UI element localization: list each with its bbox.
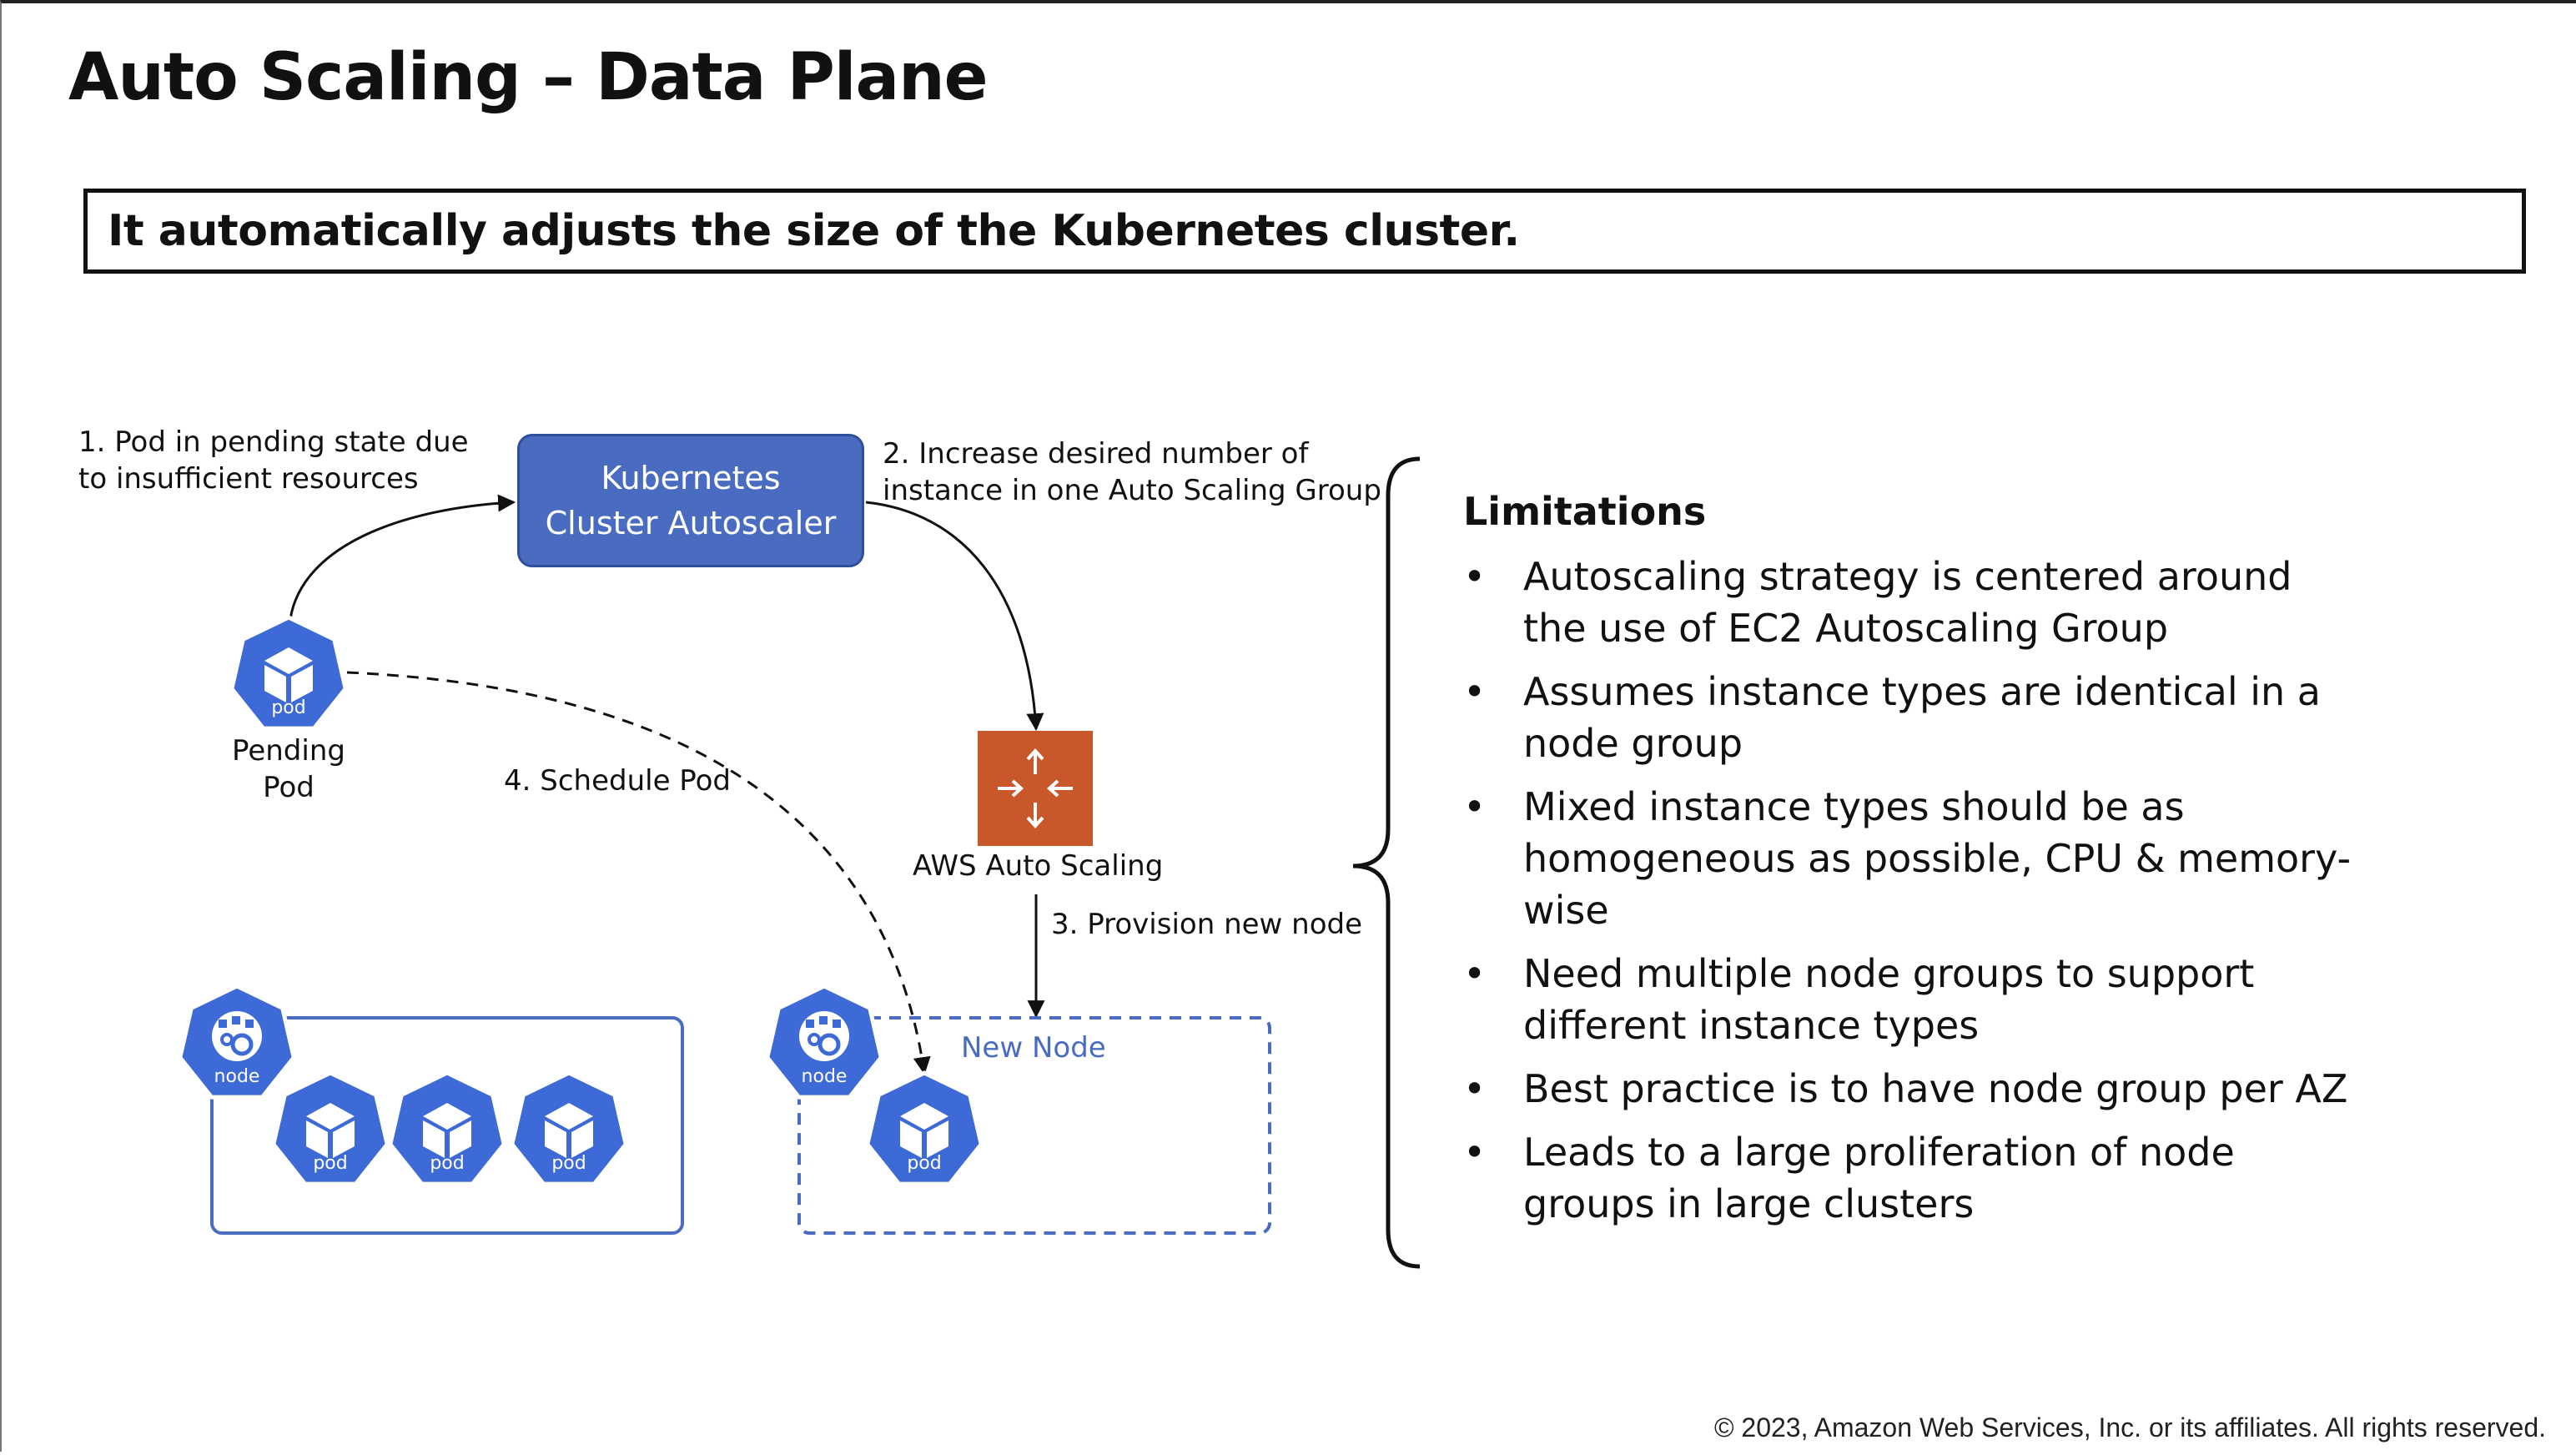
step1-label: 1. Pod in pending state due to insuffici… [78,424,469,497]
step4-arrow [346,671,931,1075]
step2-line1: 2. Increase desired number of [883,437,1309,471]
limitation-line: homogeneous as possible, CPU & memory- [1523,836,2352,881]
limitation-item: • Mixed instance types should be as homo… [1463,781,2464,936]
scheduled-pod-icon: pod [868,1073,981,1184]
aws-auto-scaling-label: AWS Auto Scaling [913,849,1164,883]
limitation-item: • Assumes instance types are identical i… [1463,666,2464,769]
node-icon: node [180,986,294,1097]
bullet: • [1463,1130,1487,1175]
step1-arrow [289,494,516,620]
pod-icon: pod [274,1073,387,1184]
summary-banner-text: It automatically adjusts the size of the… [108,206,1520,256]
step2-label: 2. Increase desired number of instance i… [883,435,1381,509]
node-label: node [802,1066,848,1087]
new-node-box [797,1016,1271,1235]
step1-line1: 1. Pod in pending state due [78,425,469,459]
bullet: • [1463,669,1487,714]
pending-pod-line2: Pod [263,771,314,804]
limitation-line: Autoscaling strategy is centered around [1523,554,2292,599]
limitation-item: • Leads to a large proliferation of node… [1463,1126,2464,1230]
cluster-autoscaler-line2: Cluster Autoscaler [545,505,837,541]
pod-icon: pod [390,1073,504,1184]
limitation-item: • Need multiple node groups to support d… [1463,948,2464,1051]
pod-label: pod [907,1153,941,1174]
limitation-line: groups in large clusters [1523,1181,1975,1226]
page-title: Auto Scaling – Data Plane [68,40,989,115]
bullet: • [1463,784,1487,829]
limitations-brace [1352,456,1421,1269]
limitation-line: wise [1523,888,1609,933]
limitation-line: Assumes instance types are identical in … [1523,669,2321,714]
bullet: • [1463,1066,1487,1111]
summary-banner: It automatically adjusts the size of the… [83,189,2526,274]
pod-label: pod [271,697,305,718]
aws-auto-scaling-icon [978,731,1093,846]
existing-node-box [210,1016,684,1235]
step3-label: 3. Provision new node [1051,908,1363,941]
pod-icon: pod [512,1073,626,1184]
bullet: • [1463,951,1487,996]
new-node-icon: node [767,986,881,1097]
pending-pod-label: Pending Pod [222,733,355,806]
pod-label: pod [551,1153,586,1174]
step4-label: 4. Schedule Pod [504,764,731,798]
scaling-arrows-icon [998,748,1073,828]
new-node-label: New Node [961,1031,1106,1065]
pod-label: pod [313,1153,347,1174]
copyright-notice: © 2023, Amazon Web Services, Inc. or its… [1713,1412,2546,1442]
pending-pod-line1: Pending [232,734,345,768]
step2-line2: instance in one Auto Scaling Group [883,474,1381,507]
limitation-line: different instance types [1523,1003,1980,1048]
step2-arrow [865,501,1044,732]
limitation-line: Mixed instance types should be as [1523,784,2185,829]
limitation-line: Best practice is to have node group per … [1523,1066,2348,1111]
node-label: node [214,1066,260,1087]
limitation-item: • Best practice is to have node group pe… [1463,1063,2464,1115]
pod-label: pod [430,1153,464,1174]
cluster-autoscaler-line1: Kubernetes [601,460,781,496]
diagram-canvas: pod node pod pod pod node pod [2,456,1421,1269]
limitation-line: Leads to a large proliferation of node [1523,1130,2235,1175]
step1-line2: to insufficient resources [78,462,419,496]
bullet: • [1463,554,1487,599]
cluster-autoscaler-box: Kubernetes Cluster Autoscaler [517,434,864,567]
limitations-list: • Autoscaling strategy is centered aroun… [1463,551,2464,1241]
limitation-item: • Autoscaling strategy is centered aroun… [1463,551,2464,654]
limitation-line: the use of EC2 Autoscaling Group [1523,606,2169,651]
limitation-line: Need multiple node groups to support [1523,951,2255,996]
limitations-title: Limitations [1463,489,1707,534]
pending-pod-icon: pod [232,617,345,728]
limitation-line: node group [1523,721,1743,766]
